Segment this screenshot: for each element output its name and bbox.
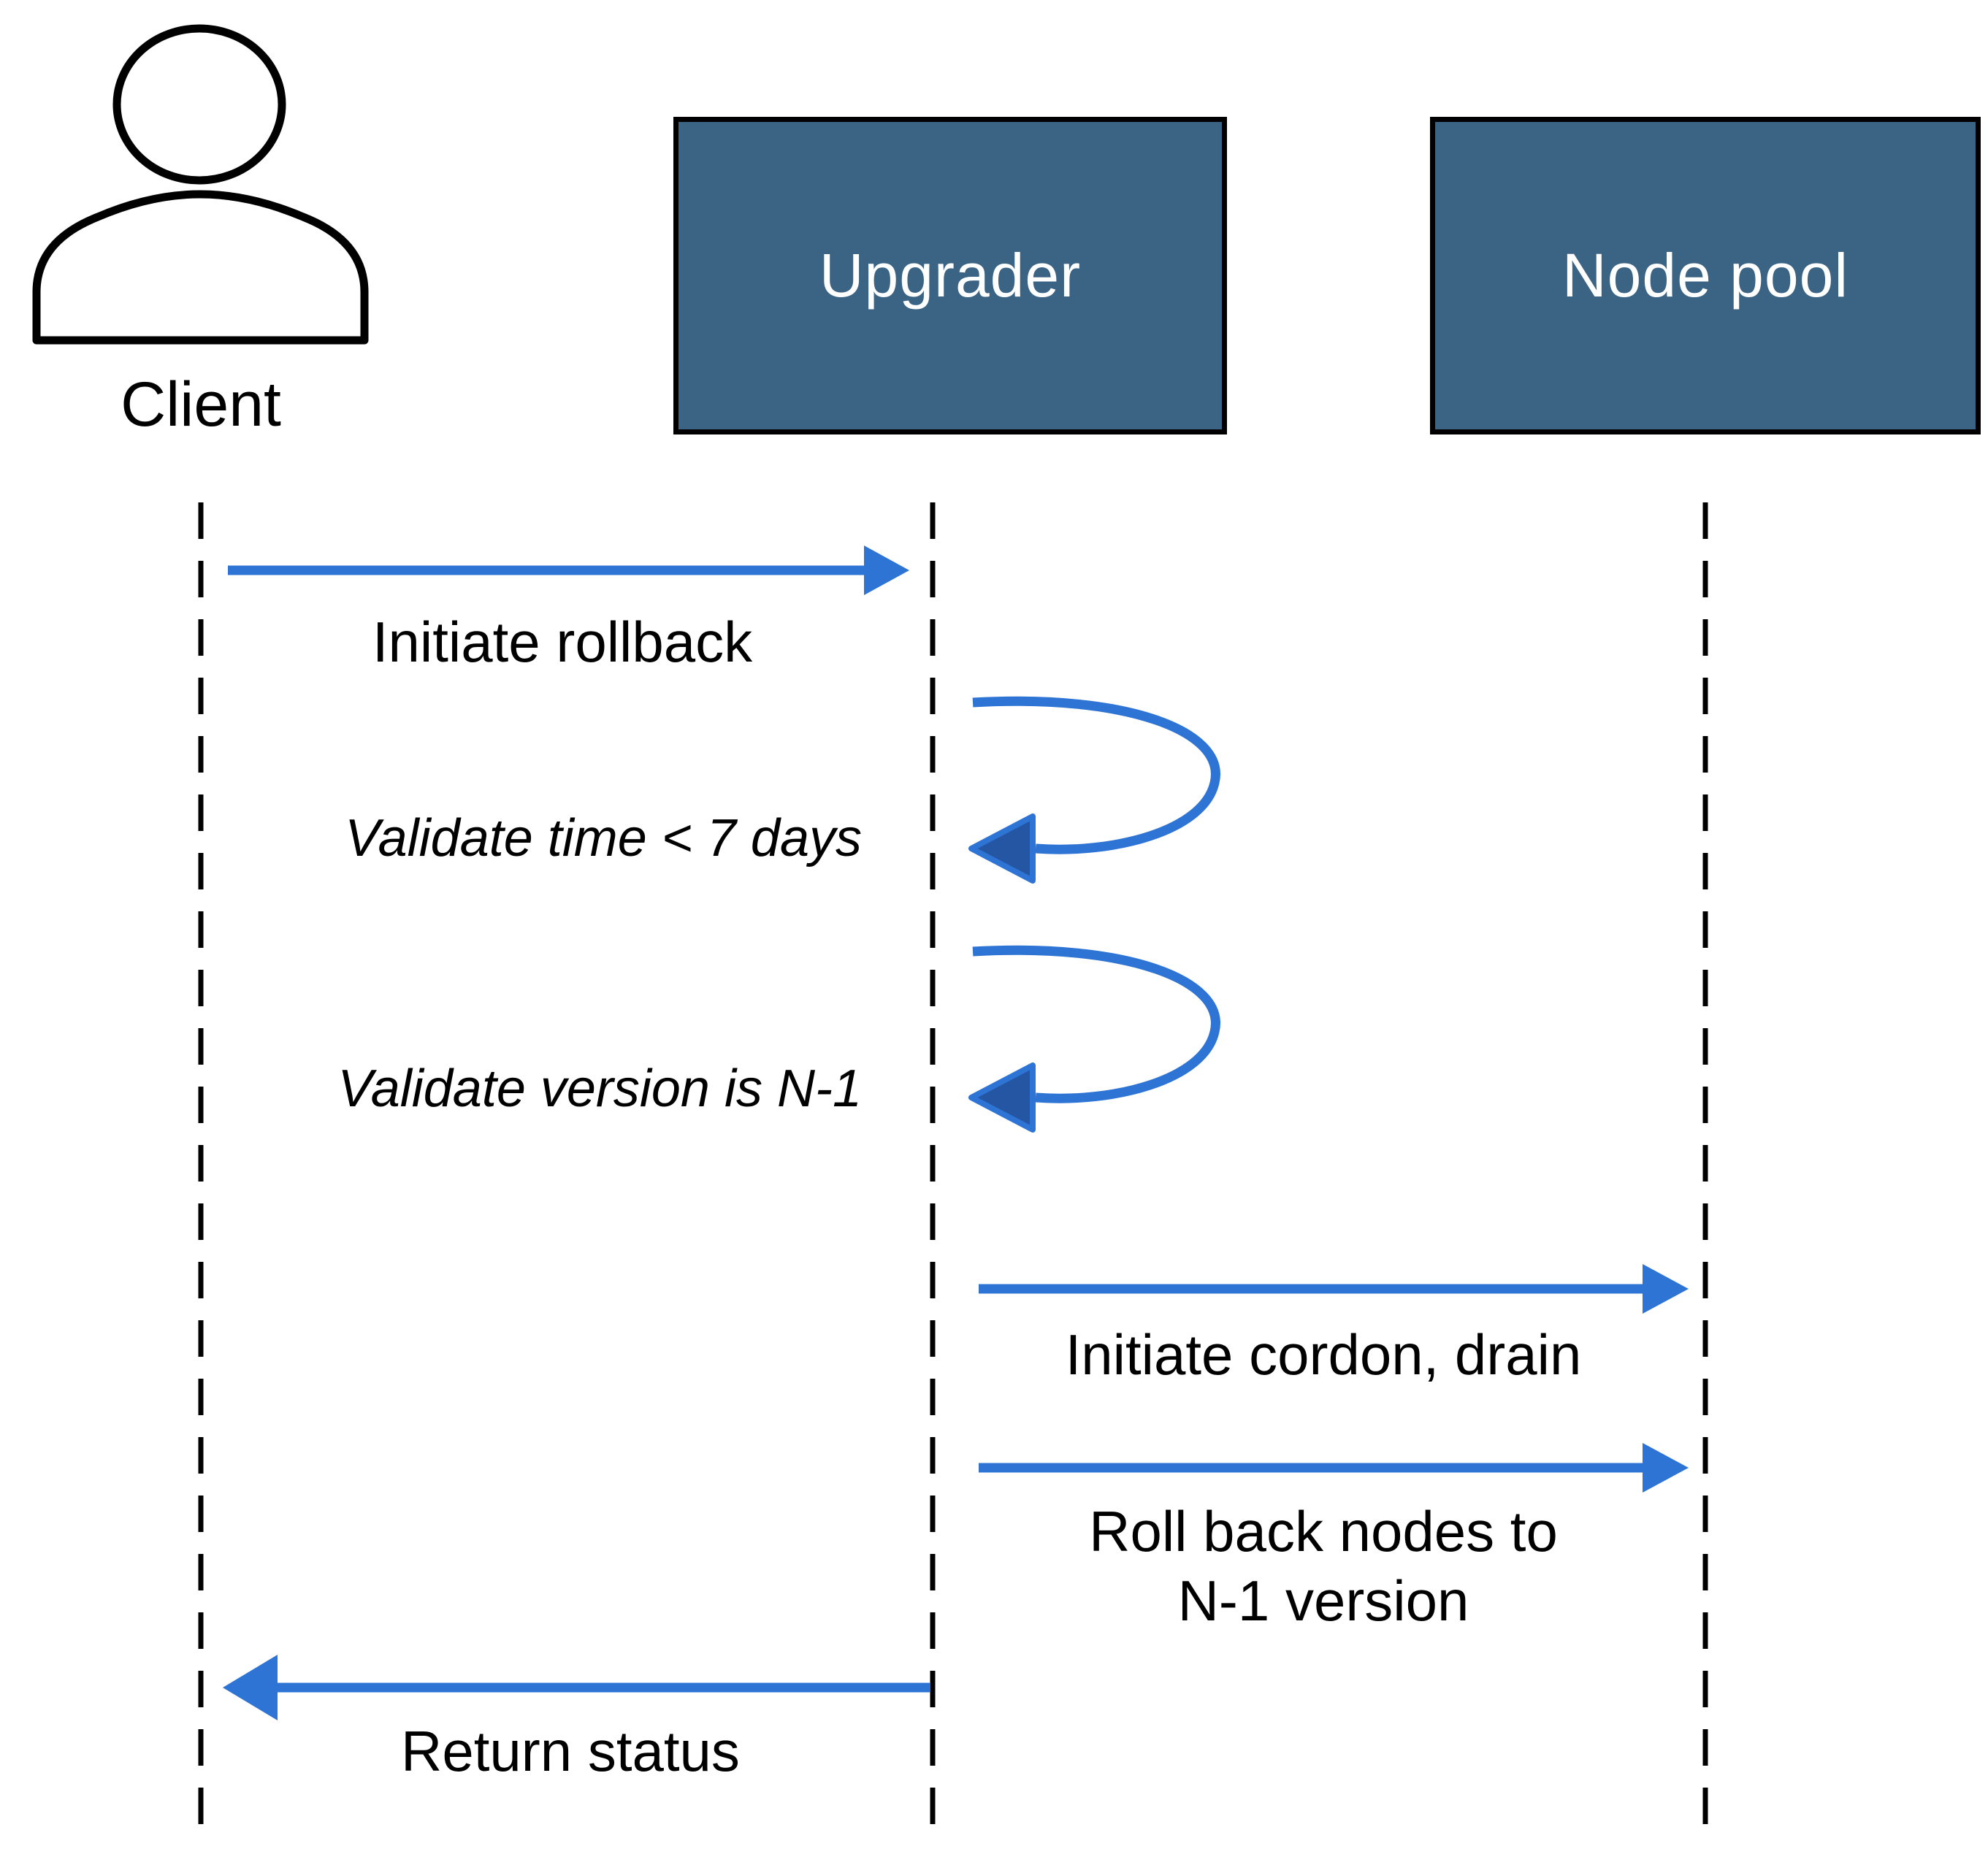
actor-label-client: Client xyxy=(121,369,281,440)
return-status-arrow xyxy=(223,1655,930,1720)
validate-version-self-arrow xyxy=(968,945,1220,1133)
person-head xyxy=(112,24,286,185)
message-label-roll-back-nodes: Roll back nodes to N-1 version xyxy=(1089,1499,1558,1634)
initiate-rollback-arrow xyxy=(228,545,909,595)
actor-box-upgrader: Upgrader xyxy=(673,117,1227,434)
initiate-cordon-arrow xyxy=(979,1264,1689,1314)
actor-box-node-pool: Node pool xyxy=(1430,117,1981,434)
validate-time-self-arrow xyxy=(968,696,1220,884)
person-icon xyxy=(32,24,369,345)
message-label-return-status: Return status xyxy=(401,1719,740,1783)
message-label-validate-time: Validate time < 7 days xyxy=(345,809,862,868)
message-label-initiate-cordon-drain: Initiate cordon, drain xyxy=(1065,1322,1582,1387)
actor-label-upgrader: Upgrader xyxy=(819,241,1082,310)
message-label-initiate-rollback: Initiate rollback xyxy=(372,610,753,674)
rollback-nodes-arrow xyxy=(979,1443,1689,1493)
actor-label-node-pool: Node pool xyxy=(1562,241,1849,310)
message-label-validate-version: Validate version is N-1 xyxy=(337,1060,862,1118)
person-body xyxy=(32,190,369,345)
